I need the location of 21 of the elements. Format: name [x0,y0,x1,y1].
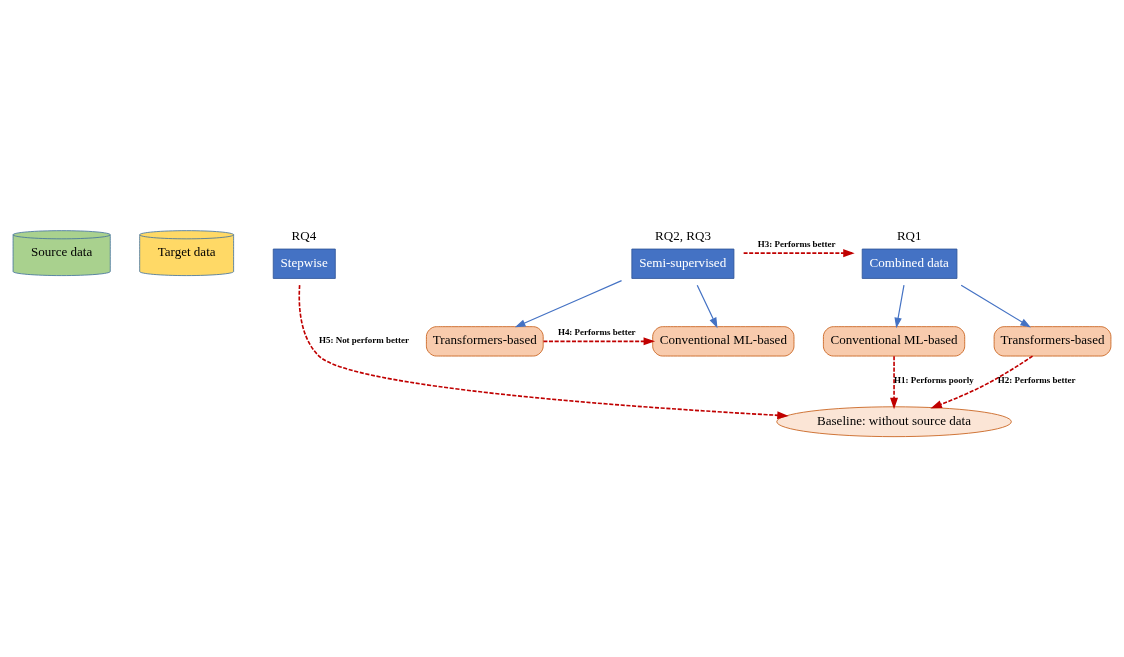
edge-label: H3: Performs better [757,238,836,249]
edge-label: H2: Performs better [997,374,1076,385]
arrow [542,336,656,345]
node-label: RQ4 [291,227,317,243]
edge-label: H5: Not perform better [318,334,409,345]
arrow [696,284,718,328]
arrow [890,354,899,409]
arrow [894,284,905,328]
node-box: Transformers-based [993,325,1112,356]
arrow [742,248,855,257]
node-box: Transformers-based [426,325,544,356]
node-box: Conventional ML-based [823,325,966,356]
arrow [930,354,1034,408]
edge-label: H4: Performs better [557,326,636,337]
node-box: Conventional ML-based [652,325,795,356]
arrow [514,279,623,327]
arrow [298,283,789,419]
node-label: RQ1 [896,227,922,243]
arrow [960,284,1031,327]
node-label: RQ2, RQ3 [655,227,711,243]
edge-label: H1: Performs poorly [894,374,974,385]
